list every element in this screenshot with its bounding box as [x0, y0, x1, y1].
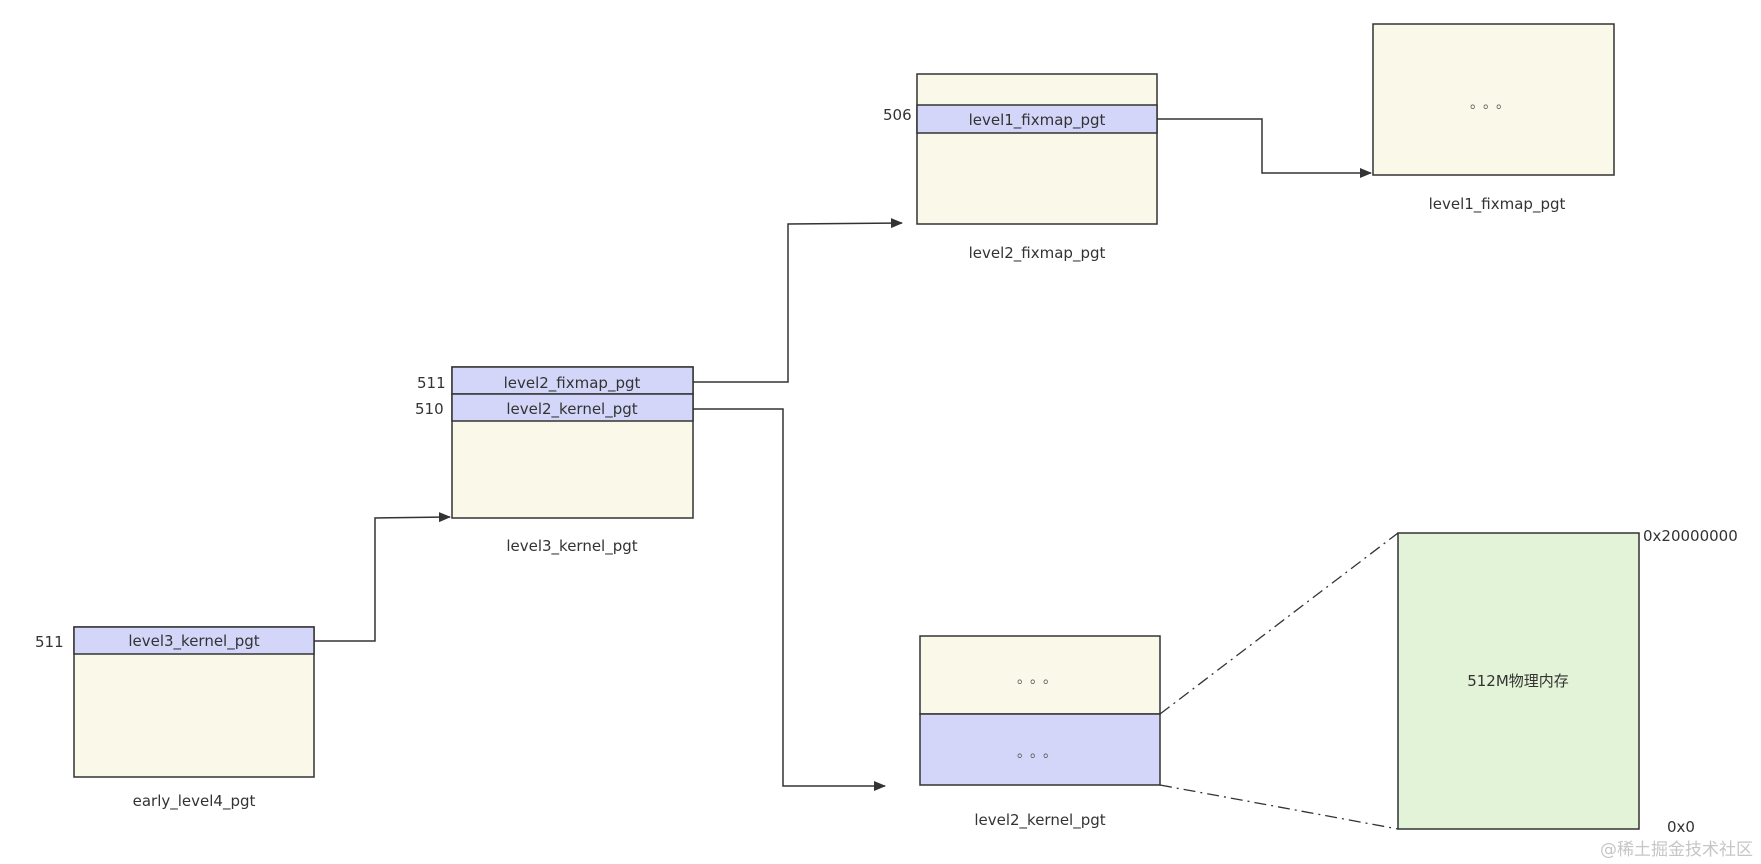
level3-kernel-pgt-table: level2_fixmap_pgt level2_kernel_pgt 511 …: [415, 366, 694, 556]
level2-fixmap-entry-506: [916, 104, 1158, 134]
arrow-level2-fixmap-to-level1: [1157, 118, 1372, 178]
memory-bottom-address: 0x0: [1667, 818, 1695, 836]
early-level4-entry-label: level3_kernel_pgt: [128, 632, 259, 651]
level2-fixmap-pgt-label: level2_fixmap_pgt: [969, 244, 1106, 263]
level1-fixmap-pgt-box: [1372, 23, 1615, 176]
level1-fixmap-pgt-label: level1_fixmap_pgt: [1429, 195, 1566, 214]
level2-fixmap-entry-label: level1_fixmap_pgt: [969, 111, 1106, 130]
physical-memory-label: 512M物理内存: [1467, 672, 1569, 690]
level3-kernel-entry-511-index: 511: [417, 374, 446, 392]
level1-fixmap-dots: 。。。: [1470, 96, 1516, 112]
watermark-text: @稀土掘金技术社区: [1600, 840, 1753, 860]
level3-kernel-entry-510-label: level2_kernel_pgt: [506, 400, 637, 419]
mapping-line-top: [1159, 532, 1399, 715]
level3-kernel-entry-510-index: 510: [415, 400, 444, 418]
arrow-level4-to-level3: [314, 512, 451, 642]
level2-kernel-upper-box: [919, 635, 1161, 715]
level2-kernel-dots-top: 。。。: [1017, 671, 1063, 687]
early-level4-pgt-table: level3_kernel_pgt 511 early_level4_pgt: [35, 626, 315, 811]
level3-kernel-entry-510: [451, 393, 694, 422]
level2-kernel-lower-box: [919, 713, 1161, 786]
physical-memory-block: 512M物理内存 0x20000000 0x0: [1397, 527, 1738, 836]
arrow-level3-to-level2-kernel: [693, 408, 886, 791]
physical-memory-box: [1397, 532, 1640, 830]
level3-kernel-entry-511-label: level2_fixmap_pgt: [504, 374, 641, 393]
level3-kernel-pgt-label: level3_kernel_pgt: [506, 537, 637, 556]
level3-kernel-entry-511: [451, 366, 694, 395]
level2-fixmap-pgt-table: level1_fixmap_pgt 506 level2_fixmap_pgt: [883, 73, 1158, 263]
early-level4-entry-511: [73, 626, 315, 655]
mapping-line-bottom: [1159, 784, 1399, 830]
early-level4-pgt-label: early_level4_pgt: [133, 792, 256, 811]
level2-fixmap-entry-index: 506: [883, 106, 912, 124]
level2-kernel-dots-bottom: 。。。: [1017, 745, 1063, 761]
level2-kernel-pgt-table: 。。。 。。。 level2_kernel_pgt: [919, 635, 1161, 830]
early-level4-entry-index: 511: [35, 633, 64, 651]
arrow-level3-to-level2-fixmap: [693, 218, 903, 383]
memory-top-address: 0x20000000: [1643, 527, 1738, 545]
level2-kernel-pgt-label: level2_kernel_pgt: [974, 811, 1105, 830]
level2-fixmap-pgt-box: [916, 73, 1158, 225]
level1-fixmap-pgt-table: 。。。 level1_fixmap_pgt: [1372, 23, 1615, 214]
